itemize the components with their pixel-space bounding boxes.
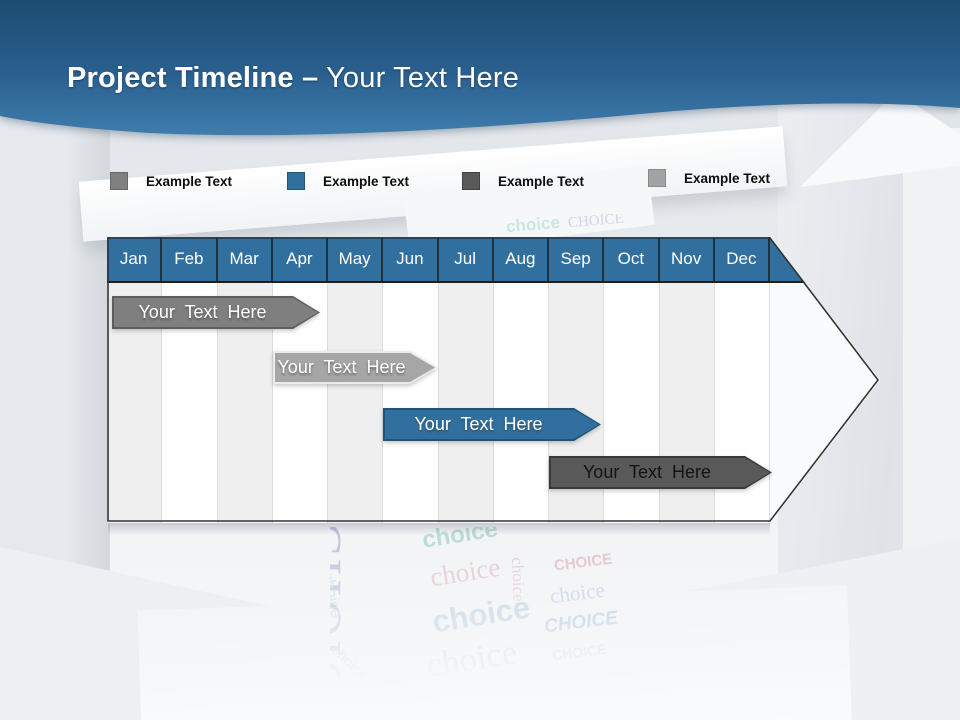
watermark-word: CHOICE <box>567 214 625 232</box>
watermark-word: CHOICE <box>553 550 614 575</box>
legend-item: Example Text <box>462 171 584 191</box>
legend-swatch-dark-gray <box>462 172 480 190</box>
watermark-word: choice <box>508 556 529 602</box>
choice-cube-reflection: CHOICE choice choice choice choice CHOIC… <box>330 527 730 720</box>
month-cell: Aug <box>493 237 549 281</box>
gantt-bar-1: Your Text Here <box>112 296 320 329</box>
legend-swatch-gray <box>110 172 128 190</box>
watermark-word: choice <box>428 551 503 593</box>
gantt-bar-3: Your Text Here <box>383 408 601 441</box>
choice-cube-glimpse: choice CHOICE <box>502 214 652 237</box>
month-cell: Nov <box>659 237 715 281</box>
month-cell: May <box>328 237 384 281</box>
page-title: Project Timeline – Your Text Here <box>67 62 519 95</box>
month-header-row: Jan Feb Mar Apr May Jun Jul Aug Sep Oct … <box>107 237 850 283</box>
legend-item: Example Text <box>648 168 770 188</box>
legend-swatch-light-gray <box>648 169 666 187</box>
watermark-word: choice <box>423 632 520 685</box>
legend-item: Example Text <box>287 171 409 191</box>
title-light: Your Text Here <box>326 62 520 94</box>
legend-swatch-blue <box>287 172 305 190</box>
month-cell: Feb <box>162 237 218 281</box>
watermark-word: CHOICE <box>542 607 619 638</box>
watermark-word: CHOICE <box>551 640 608 664</box>
legend-label: Example Text <box>684 170 771 186</box>
month-cell: Dec <box>714 237 770 281</box>
gantt-bar-4: Your Text Here <box>549 456 772 489</box>
legend-label: Example Text <box>146 173 233 189</box>
gantt-bar-label: Your Text Here <box>277 357 406 377</box>
month-cell: Mar <box>217 237 273 281</box>
gantt-bar-2: Your Text Here <box>273 351 437 384</box>
header-band <box>0 0 960 136</box>
legend-label: Example Text <box>498 173 585 189</box>
month-cell: Oct <box>604 237 660 281</box>
watermark-word: choice <box>505 214 561 237</box>
watermark-word: choice <box>548 577 606 609</box>
month-cell: Jan <box>107 237 163 281</box>
title-dash: – <box>301 62 319 94</box>
gantt-bar-label: Your Text Here <box>414 414 543 434</box>
legend-label: Example Text <box>323 173 410 189</box>
watermark-word: CHOICE <box>330 527 351 720</box>
gantt-bar-label: Your Text Here <box>582 462 712 482</box>
legend-item: Example Text <box>110 171 232 191</box>
month-cell: Apr <box>272 237 328 281</box>
gantt-bar-label: Your Text Here <box>138 302 267 322</box>
month-cell: Jul <box>438 237 494 281</box>
month-cell: Sep <box>549 237 605 281</box>
title-bold: Project Timeline <box>67 62 294 94</box>
month-cell: Jun <box>383 237 439 281</box>
timeline-shadow <box>108 523 770 535</box>
